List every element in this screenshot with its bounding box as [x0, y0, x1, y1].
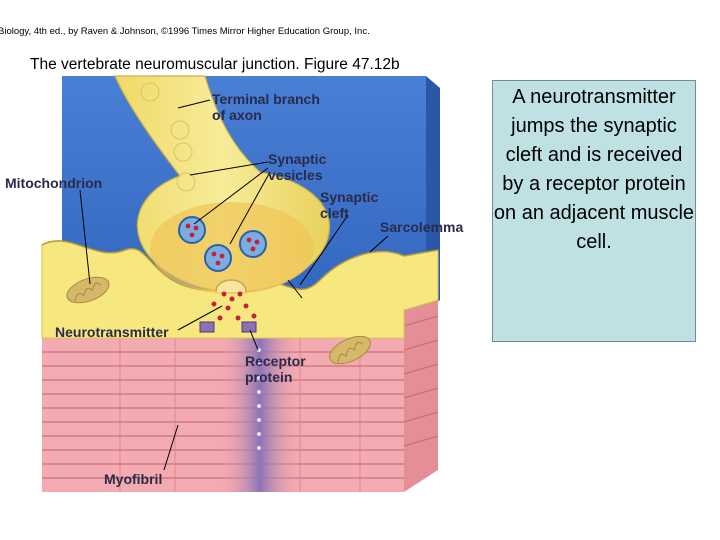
leader-myofibril	[163, 424, 179, 471]
fusing-vesicle	[215, 279, 247, 293]
label-synaptic-vesicles-2: vesicles	[268, 167, 323, 183]
label-myofibril: Myofibril	[104, 471, 162, 487]
neurotransmitter-molecules	[205, 291, 257, 329]
label-synaptic-vesicles: Synaptic	[268, 151, 327, 167]
neuromuscular-junction-diagram: Terminal branch of axon Synaptic vesicle…	[5, 75, 463, 492]
label-neurotransmitter: Neurotransmitter	[55, 324, 169, 340]
leader-vesicles-2	[193, 167, 269, 225]
leader-cleft-tick	[287, 279, 303, 299]
label-synaptic-cleft-2: cleft	[320, 205, 349, 221]
label-terminal-branch-2: of axon	[212, 107, 262, 123]
leader-terminal-branch	[177, 99, 211, 109]
leader-mitochondrion	[79, 189, 91, 285]
leader-sarcolemma	[369, 235, 389, 253]
label-mitochondrion: Mitochondrion	[5, 175, 102, 191]
receptor-protein-right	[241, 321, 257, 333]
synaptic-vesicle-1	[178, 216, 206, 244]
label-receptor-protein: Receptor	[245, 353, 306, 369]
axon-vesicles	[140, 82, 196, 192]
leader-neurotransmitter	[177, 305, 223, 331]
label-synaptic-cleft: Synaptic	[320, 189, 379, 205]
mitochondrion-right	[329, 335, 371, 365]
leader-receptor	[249, 329, 259, 351]
leader-cleft	[299, 214, 349, 286]
label-terminal-branch: Terminal branch	[212, 91, 320, 107]
explanation-callout: A neurotransmitter jumps the synaptic cl…	[492, 80, 696, 342]
label-sarcolemma: Sarcolemma	[380, 219, 463, 235]
label-receptor-protein-2: protein	[245, 369, 292, 385]
mitochondrion-left	[66, 276, 110, 304]
synaptic-vesicle-3	[204, 244, 232, 272]
receptor-protein-left	[199, 321, 215, 333]
leader-vesicles-1	[189, 161, 269, 176]
synaptic-vesicle-2	[239, 230, 267, 258]
myofibril-block	[42, 300, 439, 492]
copyright-credit: Biology, 4th ed., by Raven & Johnson, ©1…	[0, 26, 370, 37]
figure-title: The vertebrate neuromuscular junction. F…	[30, 56, 400, 73]
leader-vesicles-3	[229, 171, 271, 245]
